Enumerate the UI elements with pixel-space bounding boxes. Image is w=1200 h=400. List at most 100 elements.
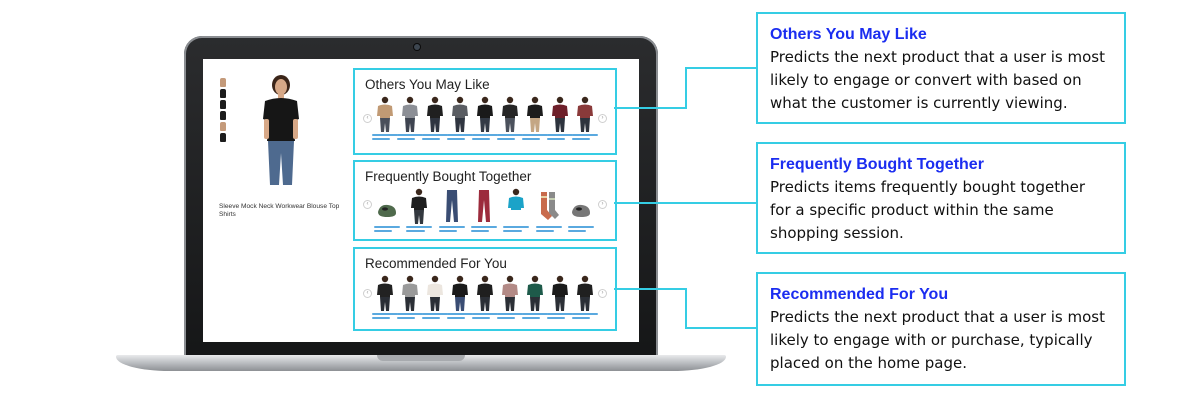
frequently-bought-together-panel: Frequently Bought Together ‹ ›	[353, 160, 617, 241]
product-link[interactable]	[447, 313, 473, 321]
product-tile[interactable]	[572, 96, 598, 146]
callout-description: Predicts items frequently bought togethe…	[770, 176, 1112, 245]
product-tile[interactable]	[497, 96, 523, 146]
product-tile[interactable]	[422, 275, 448, 325]
product-tile[interactable]	[472, 96, 498, 146]
product-thumbnail[interactable]	[220, 111, 226, 120]
callout-description: Predicts the next product that a user is…	[770, 306, 1112, 375]
black-top-icon	[527, 96, 543, 132]
product-tile[interactable]	[447, 275, 473, 325]
product-link[interactable]	[472, 313, 498, 321]
product-link[interactable]	[406, 226, 433, 234]
black-top-icon	[452, 275, 468, 311]
product-link[interactable]	[572, 313, 598, 321]
product-link[interactable]	[397, 313, 423, 321]
panel-title: Frequently Bought Together	[365, 169, 532, 184]
callout-line: shopping session.	[770, 224, 904, 242]
product-tile[interactable]	[497, 275, 523, 325]
product-link[interactable]	[547, 313, 573, 321]
product-thumbnail[interactable]	[220, 78, 226, 87]
product-title: Sleeve Mock Neck Workwear Blouse Top Shi…	[219, 203, 340, 218]
carousel-next-button[interactable]: ›	[598, 289, 607, 298]
carousel-next-button[interactable]: ›	[598, 114, 607, 123]
carousel-prev-button[interactable]: ‹	[363, 200, 372, 209]
black-top-icon	[477, 275, 493, 311]
product-thumbnail[interactable]	[220, 122, 226, 131]
product-thumbnail[interactable]	[220, 133, 226, 142]
product-link[interactable]	[522, 134, 548, 142]
product-link[interactable]	[497, 313, 523, 321]
product-tile[interactable]	[372, 275, 398, 325]
product-tile[interactable]	[374, 188, 400, 238]
product-tile[interactable]	[470, 188, 497, 238]
product-link[interactable]	[567, 226, 594, 234]
product-tile[interactable]	[567, 188, 594, 238]
laptop-screen: Sleeve Mock Neck Workwear Blouse Top Shi…	[203, 59, 639, 342]
product-tile[interactable]	[372, 96, 398, 146]
callout-description: Predicts the next product that a user is…	[770, 46, 1112, 115]
laptop-notch	[377, 355, 465, 361]
product-link[interactable]	[535, 226, 562, 234]
callout-recommended-for-you: Recommended For You Predicts the next pr…	[756, 272, 1126, 386]
callout-line: for a specific product within the same	[770, 201, 1054, 219]
black-top-icon	[502, 96, 518, 132]
product-tile[interactable]	[447, 96, 473, 146]
product-thumbnail-strip[interactable]	[220, 78, 228, 144]
product-link[interactable]	[372, 313, 398, 321]
white-top-icon	[427, 275, 443, 311]
product-link[interactable]	[422, 313, 448, 321]
product-link[interactable]	[447, 134, 473, 142]
beige-top-icon	[377, 96, 393, 132]
product-link[interactable]	[547, 134, 573, 142]
product-tile[interactable]	[438, 188, 465, 238]
product-link[interactable]	[472, 134, 498, 142]
product-tile[interactable]	[547, 275, 573, 325]
product-tile[interactable]	[572, 275, 598, 325]
laptop-base	[116, 355, 726, 371]
carousel-prev-button[interactable]: ‹	[363, 114, 372, 123]
callout-line: placed on the home page.	[770, 354, 968, 372]
product-main-image[interactable]	[253, 75, 309, 185]
product-tile[interactable]	[422, 96, 448, 146]
product-link[interactable]	[470, 226, 497, 234]
product-tile[interactable]	[547, 96, 573, 146]
product-tile[interactable]	[397, 275, 423, 325]
jeans-icon	[445, 190, 458, 222]
callout-title: Recommended For You	[770, 286, 949, 303]
callout-title: Others You May Like	[770, 26, 927, 43]
product-tile[interactable]	[472, 275, 498, 325]
product-link[interactable]	[503, 226, 530, 234]
product-tile[interactable]	[522, 96, 548, 146]
product-link[interactable]	[438, 226, 465, 234]
panel-title: Others You May Like	[365, 77, 490, 92]
product-thumbnail[interactable]	[220, 100, 226, 109]
clog-shoe-icon	[378, 204, 396, 217]
others-you-may-like-panel: Others You May Like ‹ ›	[353, 68, 617, 155]
carousel-next-button[interactable]: ›	[598, 200, 607, 209]
carousel-prev-button[interactable]: ‹	[363, 289, 372, 298]
callout-title: Frequently Bought Together	[770, 156, 984, 173]
product-link[interactable]	[572, 134, 598, 142]
carousel-items	[374, 188, 594, 238]
clog-shoe-icon	[571, 204, 590, 217]
product-link[interactable]	[374, 226, 400, 234]
green-top-icon	[527, 275, 543, 311]
black-top-icon	[377, 275, 393, 311]
black-top-icon	[577, 275, 593, 311]
connector-line	[614, 67, 756, 109]
product-tile[interactable]	[406, 188, 433, 238]
product-link[interactable]	[397, 134, 423, 142]
product-link[interactable]	[497, 134, 523, 142]
product-link[interactable]	[522, 313, 548, 321]
product-tile[interactable]	[522, 275, 548, 325]
product-link[interactable]	[372, 134, 398, 142]
product-tile[interactable]	[535, 188, 562, 238]
patterned-top-icon	[452, 96, 468, 132]
product-link[interactable]	[422, 134, 448, 142]
plaid-top-icon	[577, 96, 593, 132]
product-tile[interactable]	[503, 188, 530, 238]
product-thumbnail[interactable]	[220, 89, 226, 98]
socks-icon	[540, 192, 559, 220]
laptop-lid: Sleeve Mock Neck Workwear Blouse Top Shi…	[184, 36, 658, 364]
product-tile[interactable]	[397, 96, 423, 146]
